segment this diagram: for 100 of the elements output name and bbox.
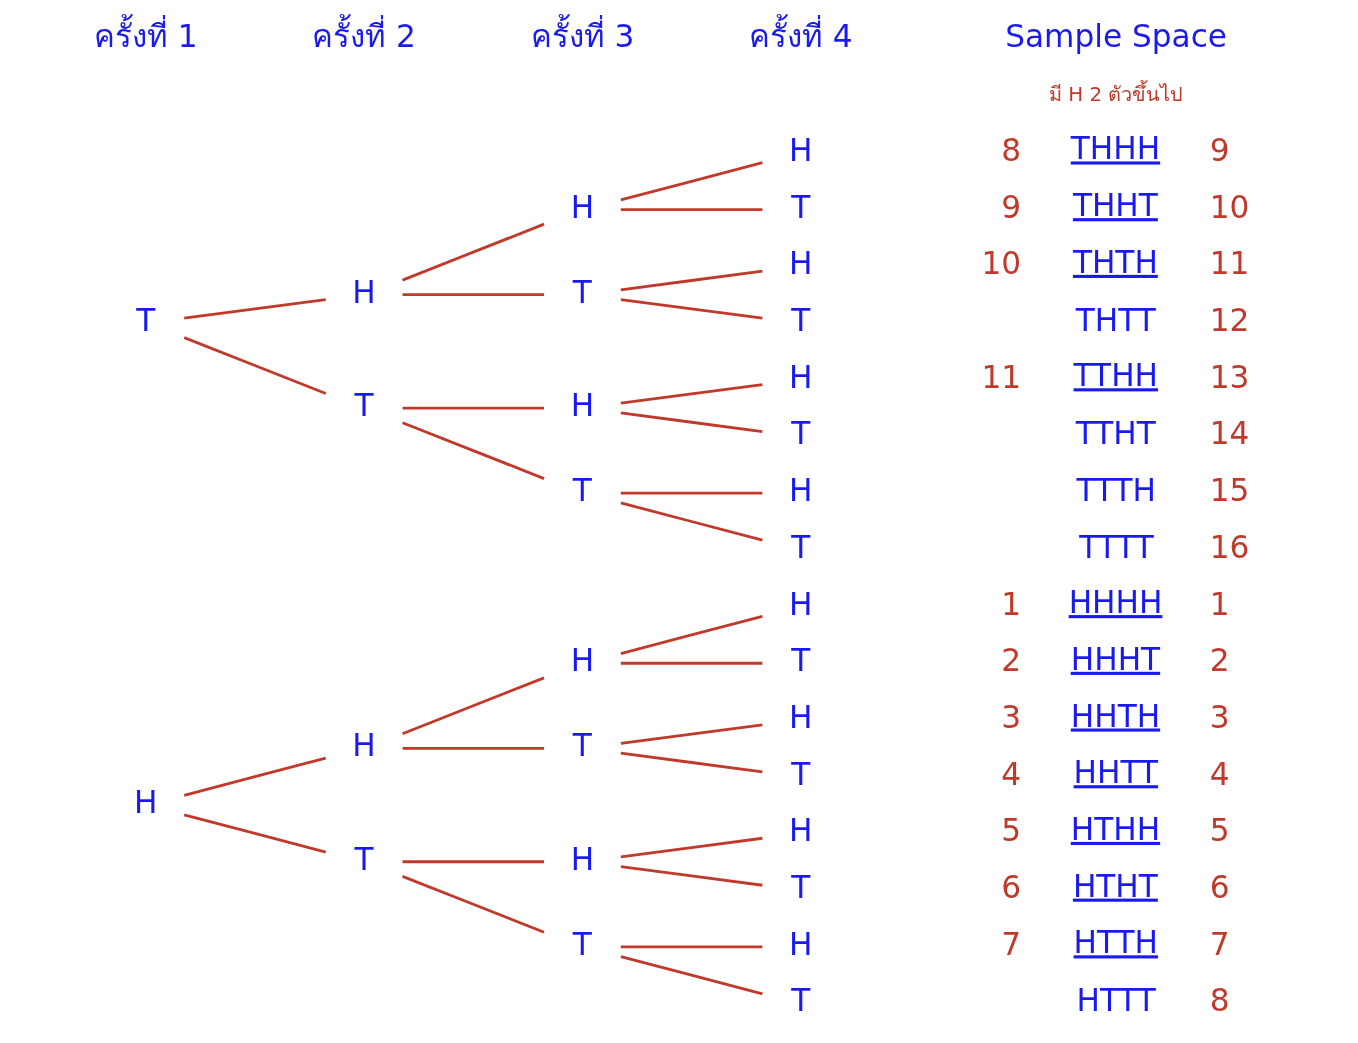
node-label: HTTH [1073,924,1158,961]
node-text: T [354,840,374,877]
node-label: 6 [1000,869,1021,906]
node-text: H [788,812,812,849]
node-label: 10 [980,245,1021,282]
connector [402,746,544,750]
node-label: 2 [1209,642,1230,679]
node-text: H [351,727,376,764]
connector [620,661,762,665]
node-label: 6 [1209,869,1230,906]
node-text: H [133,783,157,820]
node-label: HHTH [1070,697,1160,734]
node-text: T [572,273,592,310]
node-text: H [570,387,594,424]
connector [620,161,763,202]
node-text: H [788,358,812,395]
node-text: T [354,387,374,424]
node-label: HTTT [1075,982,1156,1019]
node-label: 2 [1000,642,1021,679]
connector [620,491,762,495]
node-text: T [790,755,810,792]
node-text: T [790,528,810,565]
node-label: 10 [1209,188,1249,225]
connector [620,836,763,859]
node-label: HHHH [1068,584,1162,621]
connector [620,723,763,745]
node-label: 15 [1209,472,1249,509]
node-label: 12 [1209,301,1249,338]
node-label: 9 [1209,131,1230,168]
node-text: T [135,301,155,338]
connector [620,411,763,433]
node-label: TTHT [1075,415,1156,452]
connector [183,336,326,395]
node-text: H [788,472,812,509]
connector [401,875,545,934]
node-text: T [790,642,810,679]
node-label: 8 [1209,982,1230,1019]
connector [620,955,763,996]
connector [183,813,326,854]
connector [401,676,545,736]
node-label: 4 [1000,755,1021,792]
node-label: 7 [1209,925,1230,962]
node-text: H [570,642,594,679]
connector [401,421,545,480]
connector [620,614,763,655]
node-text: H [788,585,812,622]
connector [402,860,544,864]
connector [620,208,762,212]
connector [402,406,544,410]
node-text: T [572,472,592,509]
connector [620,501,763,542]
connector [401,222,545,282]
node-text: H [788,698,812,735]
node-label: 14 [1209,415,1249,452]
node-label: 1 [1209,585,1230,622]
connector [620,269,763,292]
node-label: HTHT [1072,867,1158,904]
node-label: 5 [1000,812,1021,849]
node-text: T [790,301,810,338]
label: Sample Space [1004,18,1227,55]
node-label: 11 [1209,245,1249,282]
node-label: THHH [1070,130,1160,167]
node-label: 1 [1000,585,1021,622]
node-label: 3 [1000,698,1021,735]
node-text: T [572,727,592,764]
connector [402,293,544,297]
node-label: 16 [1209,528,1249,565]
node-text: T [790,415,810,452]
node-text: H [788,245,812,282]
connector [620,865,763,887]
node-label: TTHH [1073,357,1158,394]
node-label: 11 [980,358,1021,395]
node-label: 7 [1000,925,1021,962]
node-text: T [572,925,592,962]
connector [620,298,763,320]
node-text: T [790,982,810,1019]
node-label: HHHT [1070,640,1160,677]
connector [620,751,763,774]
node-label: 8 [1000,131,1021,168]
node-text: H [570,188,594,225]
node-label: 13 [1209,358,1249,395]
node-label: 5 [1209,812,1230,849]
connector [620,383,763,405]
node-label: 9 [1000,188,1021,225]
connector [620,945,762,949]
node-text: H [788,131,812,168]
node-text: H [570,840,594,877]
node-text: T [790,188,810,225]
node-label: THTH [1072,243,1158,280]
node-text: T [790,869,810,906]
node-label: HHTT [1073,754,1158,791]
node-text: H [351,273,376,310]
node-label: THTT [1075,301,1156,338]
node-label: TTTT [1078,528,1154,565]
node-label: 3 [1209,698,1230,735]
node-label: TTTH [1075,472,1156,509]
connector [183,298,326,320]
node-text: H [788,925,812,962]
node-label: 4 [1209,755,1230,792]
node-label: HTHH [1070,810,1160,847]
